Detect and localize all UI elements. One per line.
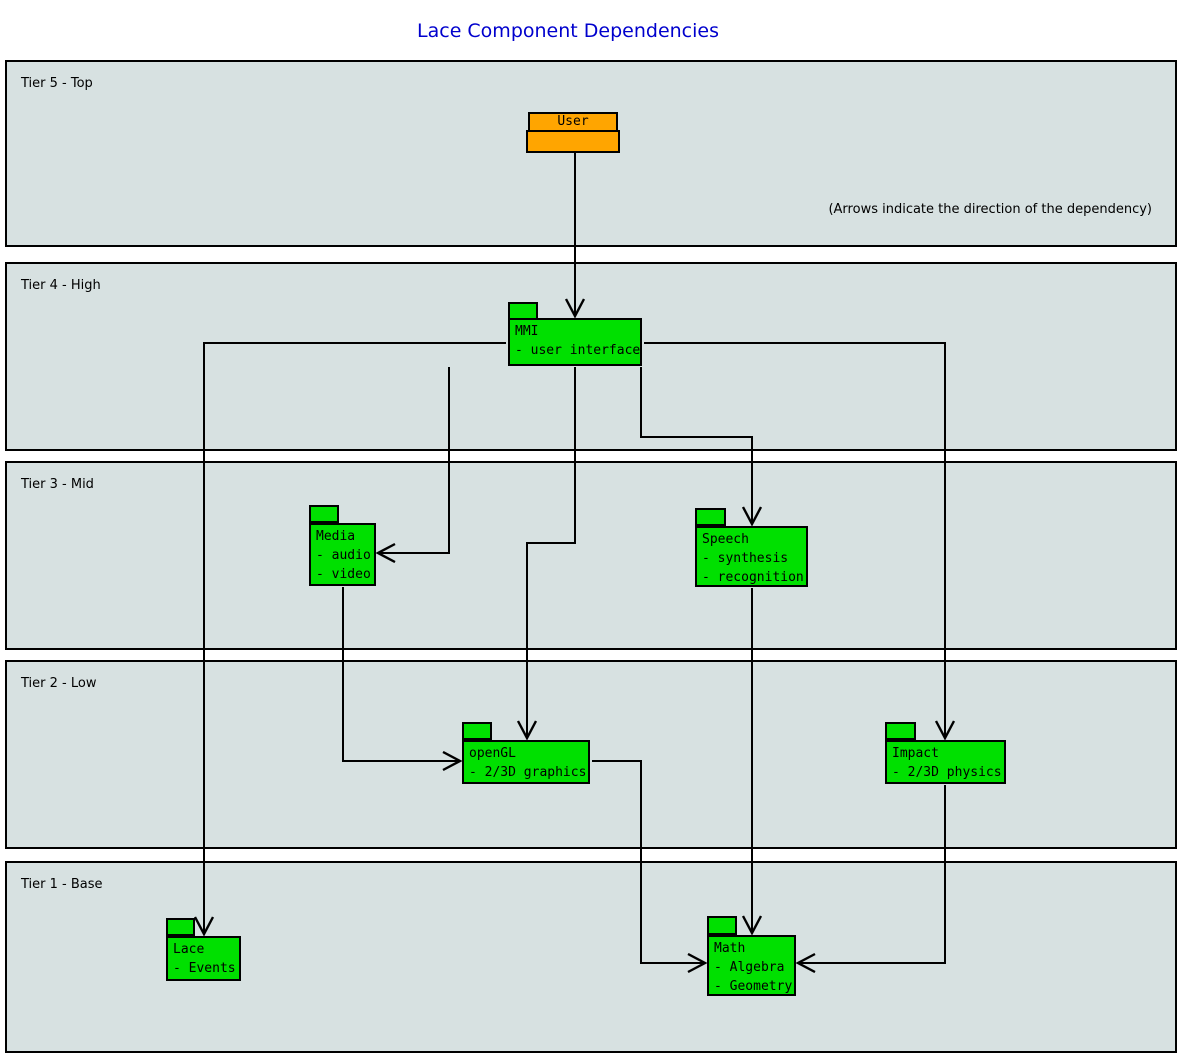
mmi-body: MMI - user interface xyxy=(508,318,642,366)
impact-title: Impact xyxy=(892,746,939,761)
tier-4-label: Tier 4 - High xyxy=(21,278,101,293)
speech-item-recognition: - recognition xyxy=(702,570,804,585)
math-folder-tab xyxy=(707,916,737,935)
media-body: Media - audio - video xyxy=(309,523,376,586)
page-title: Lace Component Dependencies xyxy=(417,20,719,42)
user-applet-base-box xyxy=(526,130,620,153)
mmi-title: MMI xyxy=(515,324,539,339)
speech-title: Speech xyxy=(702,532,749,547)
lace-title: Lace xyxy=(173,942,205,957)
math-title: Math xyxy=(714,941,746,956)
media-item-video: - video xyxy=(316,567,371,582)
opengl-item-graphics: - 2/3D graphics xyxy=(469,765,587,780)
media-folder-tab xyxy=(309,505,339,523)
impact-folder-tab xyxy=(885,722,916,740)
math-body: Math - Algebra - Geometry xyxy=(707,935,796,996)
lace-item-events: - Events xyxy=(173,961,236,976)
lace-body: Lace - Events xyxy=(166,936,241,981)
speech-item-synthesis: - synthesis xyxy=(702,551,789,566)
tier-2-label: Tier 2 - Low xyxy=(21,676,97,691)
math-item-geometry: - Geometry xyxy=(714,979,793,994)
speech-folder-tab xyxy=(695,508,726,526)
mmi-item: - user interface xyxy=(515,343,641,358)
tier-band-3: Tier 3 - Mid xyxy=(5,461,1177,650)
user-applet-label-box: User Applet xyxy=(528,112,618,145)
tier-band-5: Tier 5 - Top xyxy=(5,60,1177,247)
speech-body: Speech - synthesis - recognition xyxy=(695,526,808,587)
tier-1-label: Tier 1 - Base xyxy=(21,877,103,892)
media-item-audio: - audio xyxy=(316,548,371,563)
media-title: Media xyxy=(316,529,356,544)
impact-item-physics: - 2/3D physics xyxy=(892,765,1002,780)
opengl-folder-tab xyxy=(462,722,492,740)
tier-5-label: Tier 5 - Top xyxy=(21,76,93,91)
tier-3-label: Tier 3 - Mid xyxy=(21,477,94,492)
math-item-algebra: - Algebra xyxy=(714,960,785,975)
opengl-title: openGL xyxy=(469,746,516,761)
impact-body: Impact - 2/3D physics xyxy=(885,740,1006,784)
arrow-direction-note: (Arrows indicate the direction of the de… xyxy=(828,202,1152,217)
lace-folder-tab xyxy=(166,918,195,936)
opengl-body: openGL - 2/3D graphics xyxy=(462,740,590,784)
